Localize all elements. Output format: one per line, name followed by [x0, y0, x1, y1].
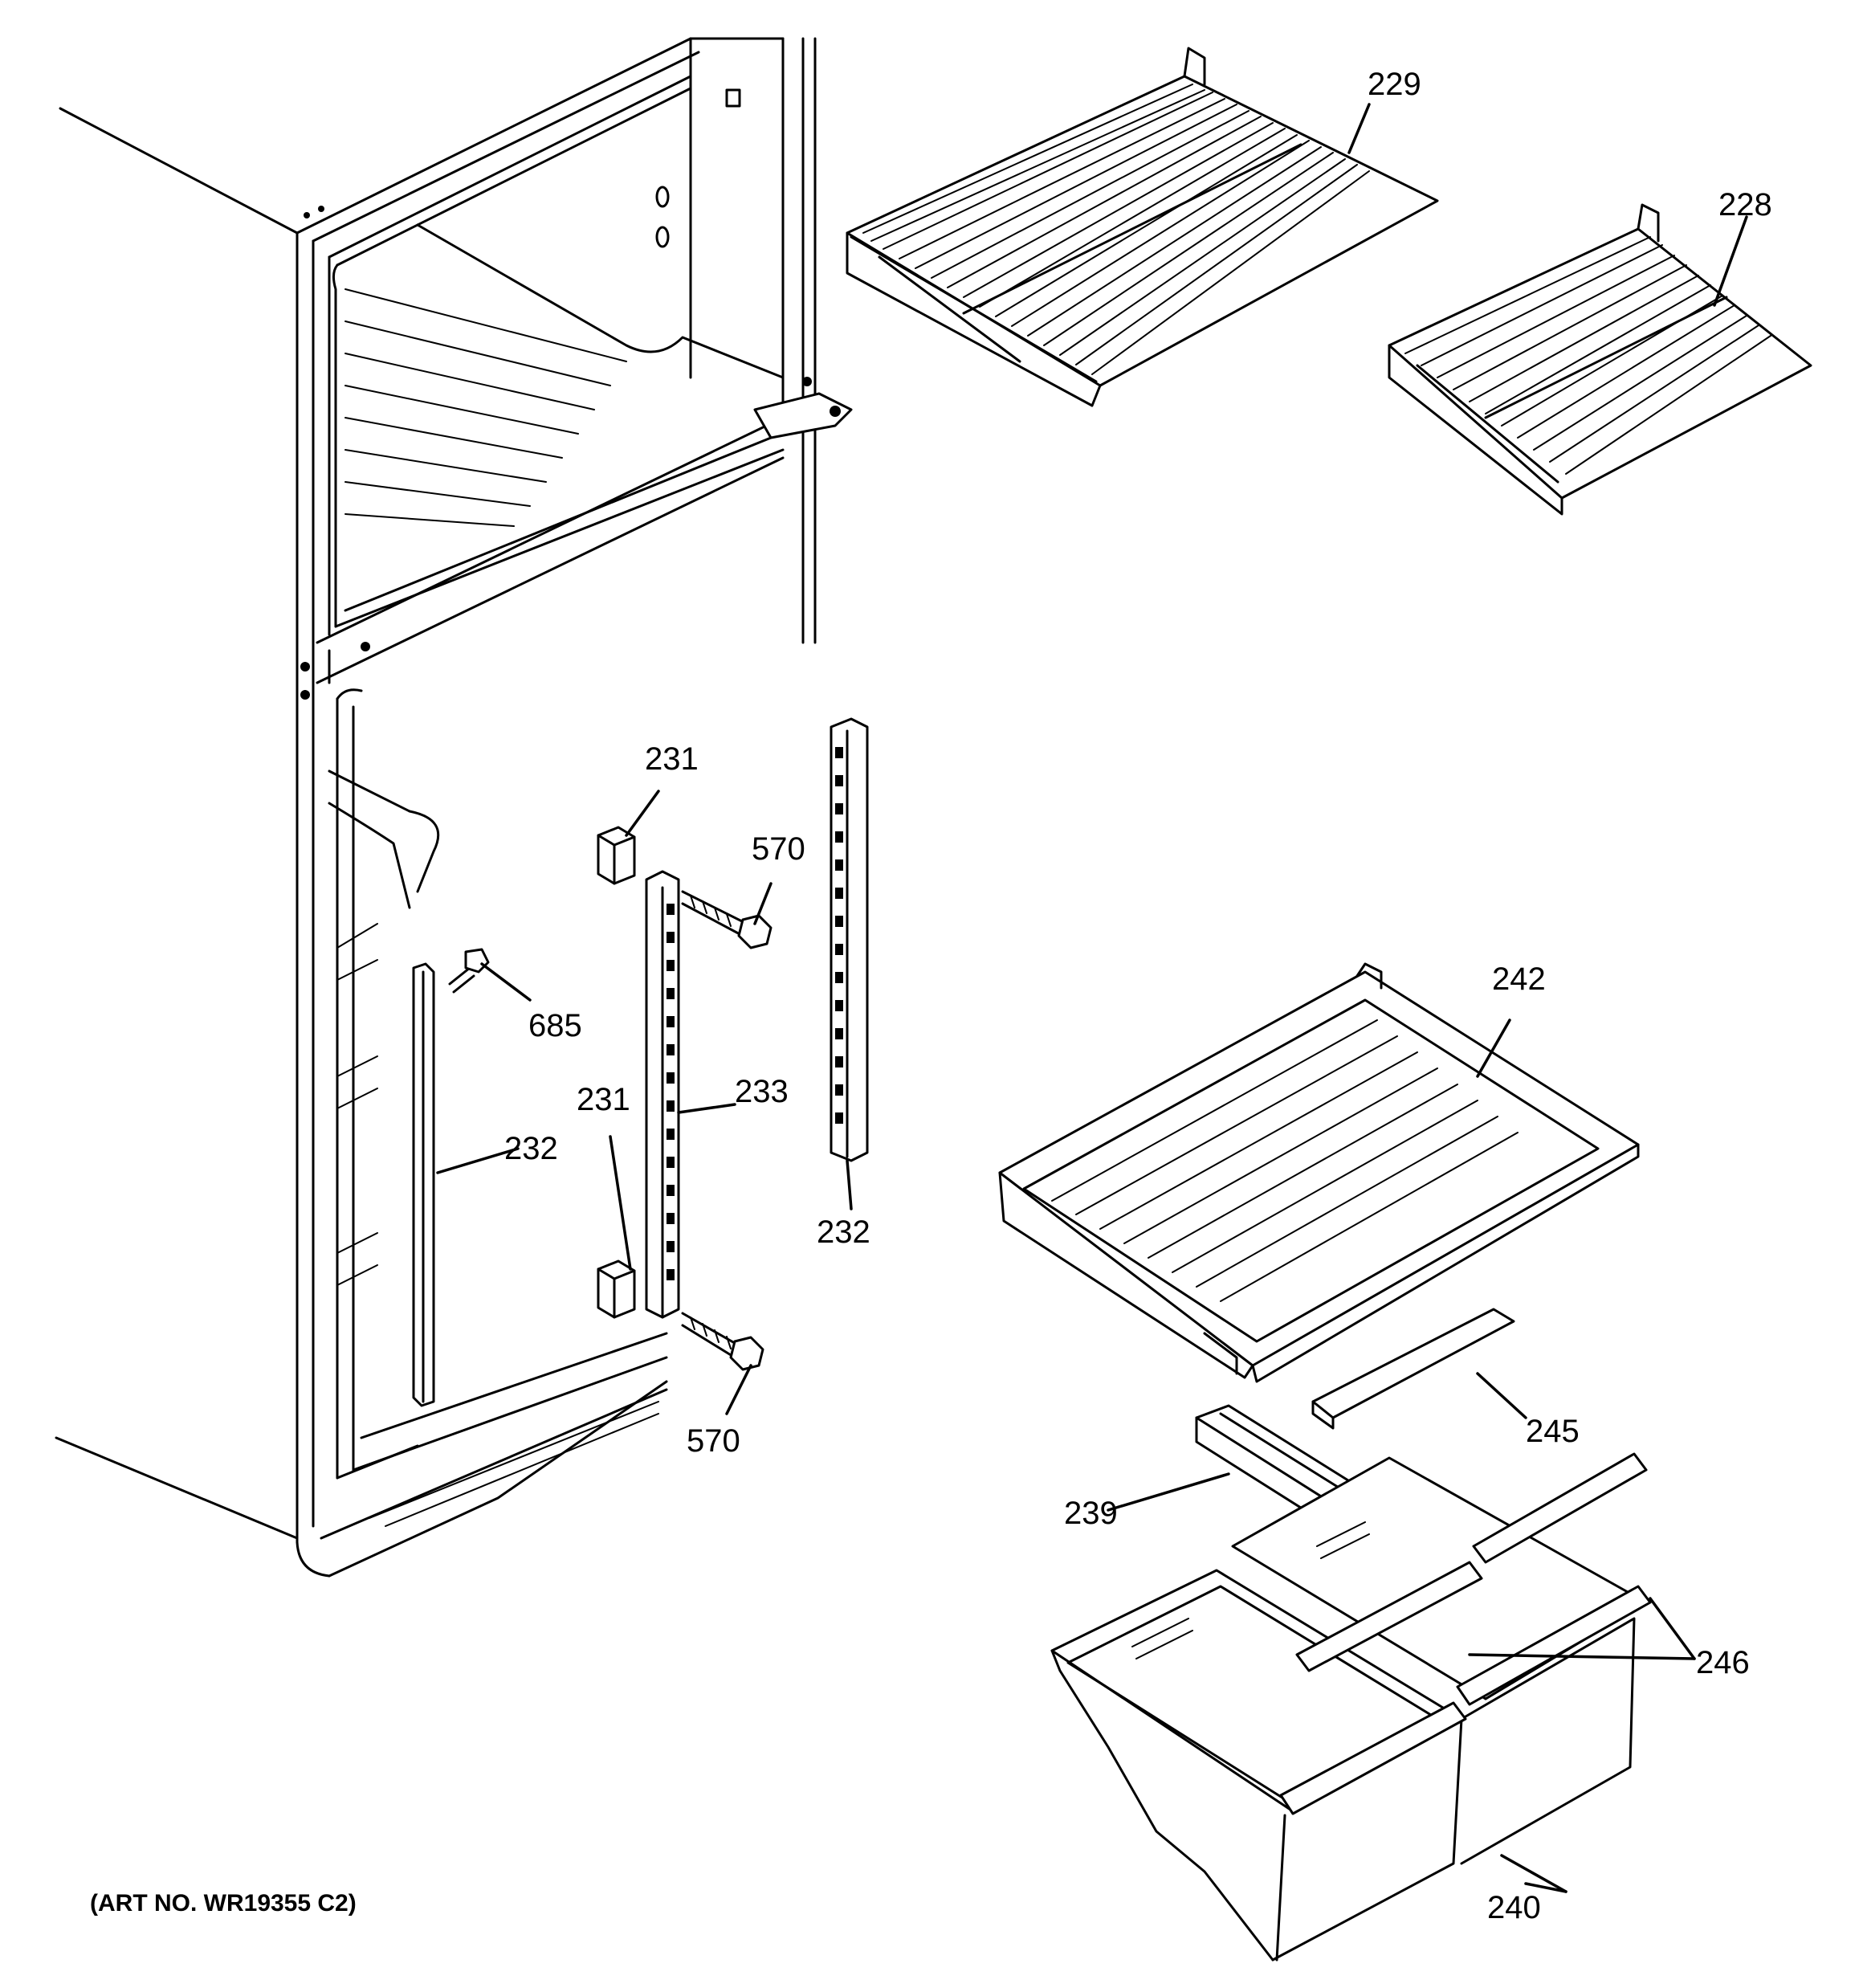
wire-shelf-228	[1388, 203, 1812, 516]
wire-shelf-229	[846, 47, 1439, 407]
callout-240: 240	[1487, 1890, 1541, 1925]
crisper-pans-240	[1050, 1452, 1652, 1961]
callout-228: 228	[1718, 187, 1772, 222]
art-number-label: (ART NO. WR19355 C2)	[90, 1890, 357, 1917]
callout-231-bottom: 231	[577, 1082, 630, 1117]
callout-239: 239	[1064, 1496, 1118, 1531]
callout-570-bottom: 570	[687, 1423, 740, 1459]
leader-lines	[436, 103, 1748, 1893]
shelf-trim-245	[1311, 1308, 1515, 1430]
callout-242: 242	[1492, 961, 1546, 997]
retainer-231-top	[597, 826, 636, 885]
screw-685	[448, 948, 490, 994]
callout-570-top: 570	[752, 831, 805, 867]
callout-232-right: 232	[817, 1214, 870, 1250]
retainer-231-bottom	[597, 1259, 636, 1319]
callout-233: 233	[735, 1074, 789, 1109]
callout-246: 246	[1696, 1645, 1750, 1680]
shelf-rail-233	[645, 870, 680, 1319]
callout-245: 245	[1526, 1414, 1580, 1449]
callout-232-left: 232	[504, 1131, 558, 1166]
callout-231-top: 231	[645, 741, 699, 777]
shelf-rail-232-left	[412, 962, 435, 1407]
glass-shelf-242	[998, 962, 1640, 1383]
screw-570-bottom	[681, 1312, 764, 1371]
callout-229: 229	[1368, 67, 1421, 102]
callout-685: 685	[528, 1008, 582, 1043]
shelf-rail-232-right	[830, 717, 869, 1162]
refrigerator-cabinet	[55, 37, 853, 1578]
